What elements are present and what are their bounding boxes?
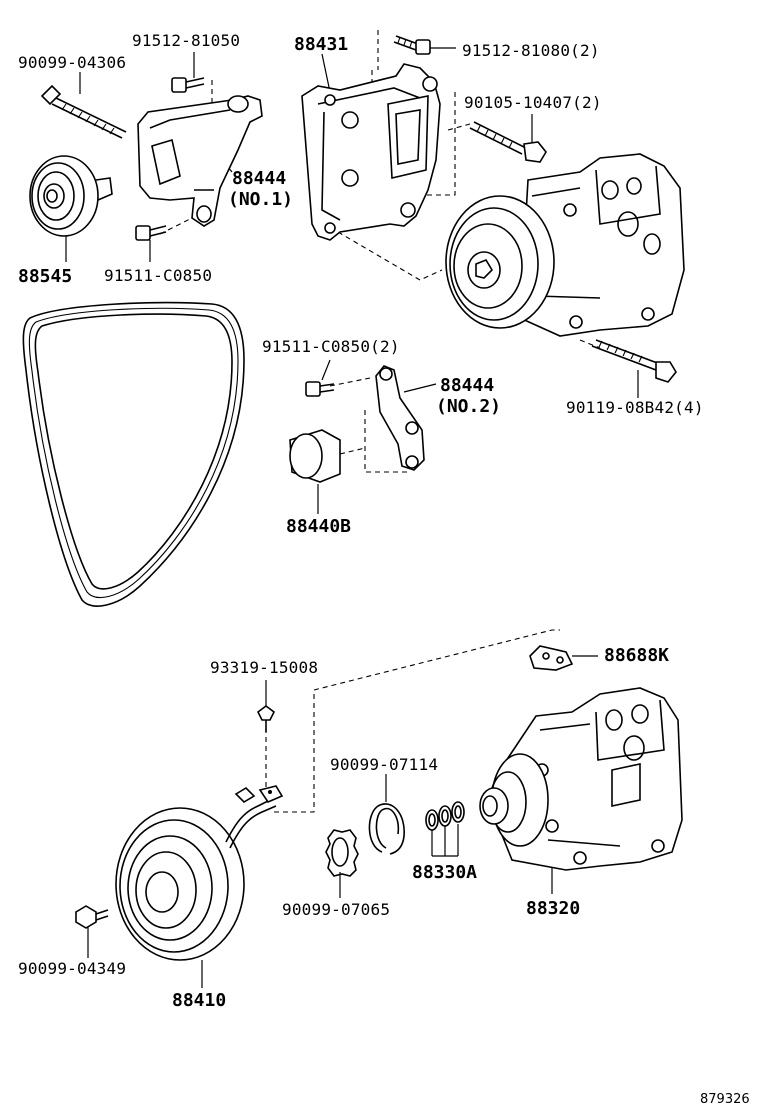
label-91511-c0850-2[interactable]: 91511-C0850(2) bbox=[262, 337, 400, 356]
compressor-88320[interactable] bbox=[479, 687, 683, 871]
bolt-93319-15008[interactable] bbox=[256, 705, 276, 732]
image-code: 879326 bbox=[700, 1092, 750, 1107]
shim-90099-07065[interactable] bbox=[325, 829, 359, 877]
label-90119-08b42[interactable]: 90119-08B42(4) bbox=[566, 398, 704, 417]
label-88444-no1[interactable]: 88444 bbox=[232, 168, 286, 189]
label-88444-no2-suffix: (NO.2) bbox=[436, 396, 501, 417]
bolt-91512-81050[interactable] bbox=[171, 77, 205, 93]
bolt-91511-c0850-2[interactable] bbox=[305, 381, 335, 397]
magnetic-clutch-88410[interactable] bbox=[115, 785, 284, 961]
idler-pulley-88545[interactable] bbox=[29, 155, 113, 237]
label-88440b[interactable]: 88440B bbox=[286, 516, 351, 537]
label-88330a[interactable]: 88330A bbox=[412, 862, 477, 883]
label-90099-04349[interactable]: 90099-04349 bbox=[18, 959, 126, 978]
label-88410[interactable]: 88410 bbox=[172, 990, 226, 1011]
label-90105-10407[interactable]: 90105-10407(2) bbox=[464, 93, 602, 112]
label-88431[interactable]: 88431 bbox=[294, 34, 348, 55]
spacer-88440b[interactable] bbox=[289, 429, 341, 483]
label-88444-no1-suffix: (NO.1) bbox=[228, 189, 293, 210]
label-93319-15008[interactable]: 93319-15008 bbox=[210, 658, 318, 677]
label-91512-81080[interactable]: 91512-81080(2) bbox=[462, 41, 600, 60]
bracket-88444-no1[interactable] bbox=[137, 95, 263, 227]
bracket-88688k[interactable] bbox=[529, 645, 574, 671]
label-90099-07065[interactable]: 90099-07065 bbox=[282, 900, 390, 919]
bolt-90105-10407[interactable] bbox=[469, 121, 547, 163]
label-91512-81050[interactable]: 91512-81050 bbox=[132, 31, 240, 50]
o-rings-88330a[interactable] bbox=[425, 801, 465, 831]
label-88444-no2[interactable]: 88444 bbox=[440, 375, 494, 396]
bolt-90099-04306[interactable] bbox=[40, 84, 127, 139]
bolt-91511-c0850[interactable] bbox=[135, 225, 167, 241]
bracket-88444-no2[interactable] bbox=[375, 365, 425, 471]
bolt-90099-04349[interactable] bbox=[75, 905, 109, 929]
label-88688k[interactable]: 88688K bbox=[604, 645, 669, 666]
bolt-90119-08b42[interactable] bbox=[591, 339, 677, 383]
snap-ring-90099-07114[interactable] bbox=[368, 803, 405, 855]
label-91511-c0850[interactable]: 91511-C0850 bbox=[104, 266, 212, 285]
bracket-88431[interactable] bbox=[301, 63, 441, 241]
compressor-assembly-top[interactable] bbox=[445, 153, 685, 337]
label-88545[interactable]: 88545 bbox=[18, 266, 72, 287]
label-90099-04306[interactable]: 90099-04306 bbox=[18, 53, 126, 72]
label-90099-07114[interactable]: 90099-07114 bbox=[330, 755, 438, 774]
v-belt[interactable] bbox=[22, 301, 245, 607]
label-88320[interactable]: 88320 bbox=[526, 898, 580, 919]
bolt-91512-81080[interactable] bbox=[393, 35, 431, 55]
